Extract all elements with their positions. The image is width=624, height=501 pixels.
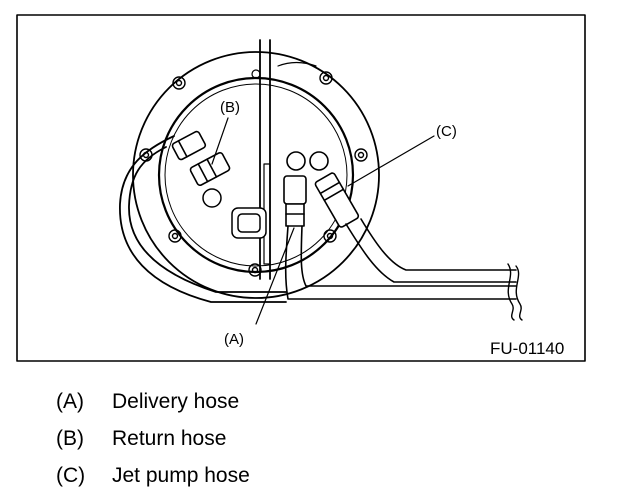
callout-c-label: (C)	[436, 123, 457, 140]
legend: (A) Delivery hose (B) Return hose (C) Je…	[56, 390, 576, 501]
delivery-hose	[283, 151, 517, 300]
jet-pump-hose	[309, 151, 517, 283]
leader-lines	[211, 117, 435, 325]
legend-row-b: (B) Return hose	[56, 427, 576, 464]
return-hose-assembly	[119, 130, 287, 303]
pump-flange	[132, 51, 380, 299]
callout-a-label: (A)	[224, 331, 244, 348]
legend-desc: Return hose	[112, 427, 227, 450]
figure-id: FU-01140	[490, 339, 564, 358]
legend-row-c: (C) Jet pump hose	[56, 464, 576, 501]
legend-key: (B)	[56, 427, 84, 450]
diagram-drawing: (B) (A) (C) FU-01140	[16, 14, 586, 362]
hose-break-lines	[507, 263, 523, 321]
callout-b-label: (B)	[220, 99, 240, 116]
fuel-pump-diagram: (B) (A) (C) FU-01140	[16, 14, 586, 362]
center-bracket	[251, 39, 317, 280]
legend-desc: Jet pump hose	[112, 464, 250, 487]
level-sender	[202, 188, 267, 239]
legend-key: (A)	[56, 390, 84, 413]
legend-row-a: (A) Delivery hose	[56, 390, 576, 427]
legend-key: (C)	[56, 464, 86, 487]
legend-desc: Delivery hose	[112, 390, 240, 413]
